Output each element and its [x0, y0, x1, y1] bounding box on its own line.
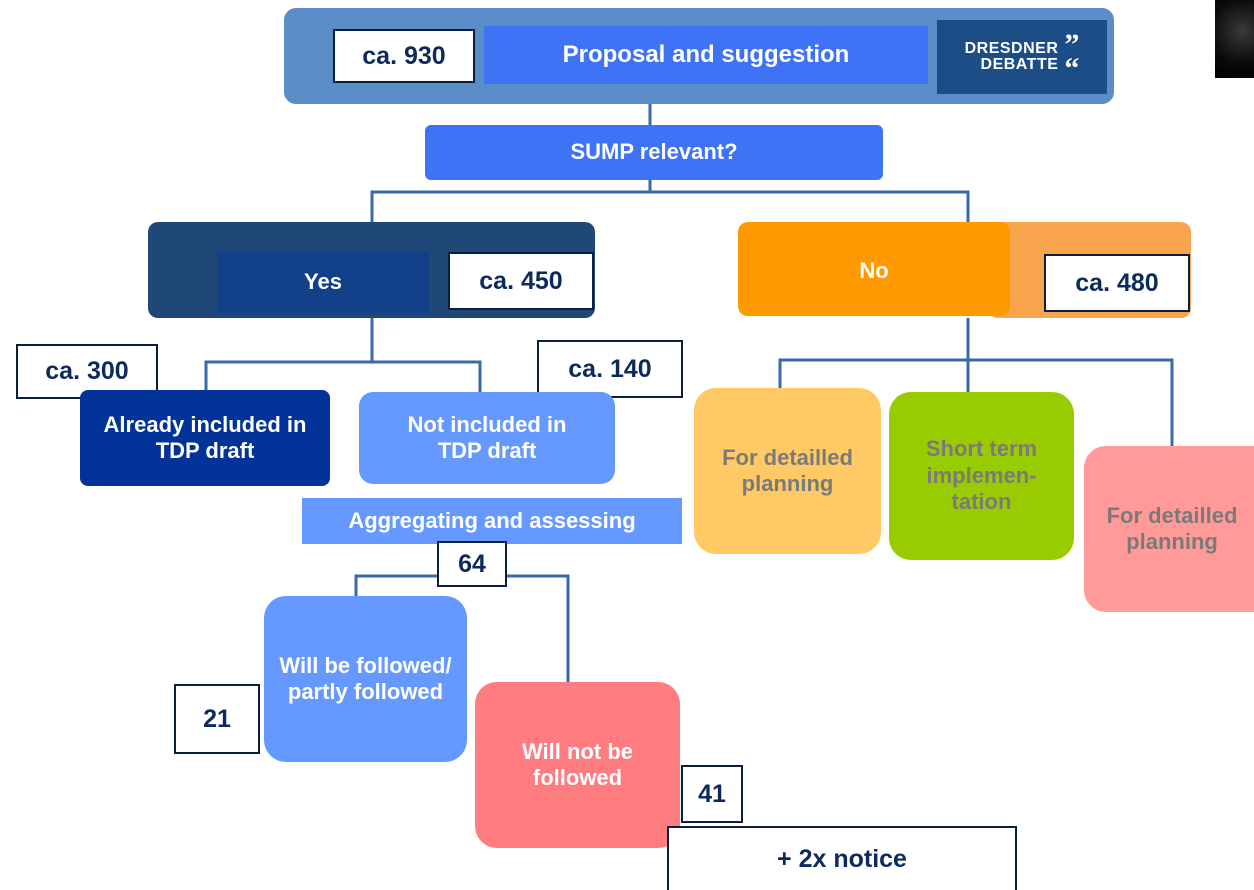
already-included-box: Already included in TDP draft — [80, 390, 330, 486]
yes-count: ca. 450 — [448, 252, 594, 310]
dresdner-debatte-logo: DRESDNER DEBATTE ” “ — [937, 20, 1107, 94]
proposal-box: Proposal and suggestion — [484, 26, 928, 84]
yes-box: Yes — [217, 251, 429, 313]
aggregating-count: 64 — [437, 541, 507, 587]
logo-line1: DRESDNER — [964, 40, 1059, 57]
not-included-box: Not included in TDP draft — [359, 392, 615, 484]
not-followed-count: 41 — [681, 765, 743, 823]
notice-box: + 2x notice — [667, 826, 1017, 890]
top-count: ca. 930 — [333, 29, 475, 83]
no-branch-short-term: Short term implemen-tation — [889, 392, 1074, 560]
aggregating-box: Aggregating and assessing — [302, 498, 682, 544]
followed-box: Will be followed/ partly followed — [264, 596, 467, 762]
no-count: ca. 480 — [1044, 254, 1190, 312]
not-followed-box: Will not be followed — [475, 682, 680, 848]
logo-quote-close: “ — [1064, 52, 1080, 85]
no-branch-detailed-planning-2: For detailled planning — [1084, 446, 1254, 612]
sump-relevant-decision: SUMP relevant? — [425, 125, 883, 180]
not-included-count: ca. 140 — [537, 340, 683, 398]
followed-count: 21 — [174, 684, 260, 754]
logo-line2: DEBATTE — [980, 56, 1059, 73]
no-branch-detailed-planning-1: For detailled planning — [694, 388, 881, 554]
logo-quote-open: ” — [1064, 28, 1080, 61]
no-box: No — [738, 222, 1010, 316]
corner-image — [1215, 0, 1254, 78]
